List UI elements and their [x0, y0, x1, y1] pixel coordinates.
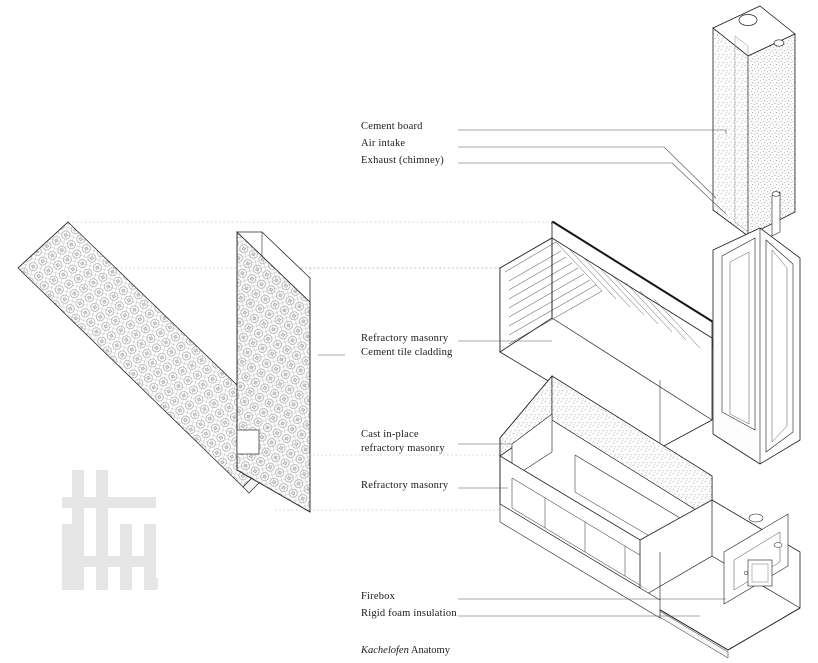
caption-rest: Anatomy — [408, 645, 450, 656]
watermark-logo — [62, 470, 158, 590]
label-rigid-foam-insulation: Rigid foam insulation — [361, 608, 457, 619]
label-cement-board: Cement board — [361, 121, 423, 132]
label-air-intake: Air intake — [361, 138, 406, 149]
firebox-assembly — [499, 499, 801, 659]
air-channel-bench — [499, 438, 661, 600]
figure-caption: Kachelofen Anatomy — [361, 645, 450, 656]
label-cast-in-place-line1: Cast in-place — [361, 429, 419, 440]
chimney-stack — [712, 5, 796, 237]
label-cement-tile-cladding: Cement tile cladding — [361, 347, 453, 358]
cement-tile-cladding-panels — [17, 221, 311, 513]
cast-in-place-refractory — [499, 374, 713, 567]
label-refractory-masonry-upper: Refractory masonry — [361, 333, 449, 344]
refractory-masonry-upper — [499, 220, 713, 449]
leader-lines — [318, 129, 727, 617]
label-firebox: Firebox — [361, 591, 396, 602]
caption-italic-term: Kachelofen — [361, 645, 409, 656]
label-exhaust-chimney: Exhaust (chimney) — [361, 155, 445, 166]
label-refractory-masonry-lower: Refractory masonry — [361, 480, 449, 491]
flue-cage — [712, 191, 801, 465]
label-cast-in-place-line2: refractory masonry — [361, 443, 445, 454]
